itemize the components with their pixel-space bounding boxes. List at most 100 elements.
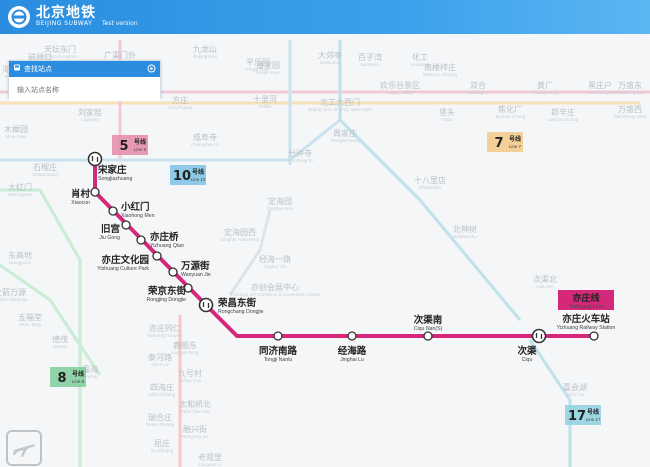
bg-station-huojian-wanyuan-en: Huojian Wanyuan [0, 297, 28, 302]
app-header: 北京地铁 BEIJING SUBWAY Test version [0, 0, 650, 34]
transfer-icon [87, 151, 103, 167]
bg-station-heizhuanghu-en: Heizhuanghu [587, 90, 614, 95]
bg-station-jiaohua-chang-cn: 焦化厂 [498, 104, 522, 114]
line-badge-bg [170, 165, 206, 185]
bg-station-dinghai-yuan-en: Dinghai Yuan [267, 206, 294, 211]
background-line-5 [338, 40, 522, 321]
station-label-cn: 旧宫 [101, 223, 120, 235]
transfer-icon [531, 328, 547, 344]
transfer-arrows [202, 302, 210, 308]
bg-station-jiahui-hu-cn: 嘉会湖 [563, 382, 587, 392]
station-label-cn: 亦庄文化园 [101, 254, 149, 266]
bg-station-jiaohua-chang-en: Jiaohua Chang [495, 114, 526, 119]
background-line-9 [228, 209, 272, 296]
station-dot [108, 206, 118, 216]
location-target-icon[interactable] [147, 64, 156, 75]
bg-station-donggaodi-en: Donggaodi [9, 260, 31, 265]
station-label-cn: 次渠南 [414, 314, 443, 326]
bg-station-happy-valley-en: Happy Valley [387, 90, 414, 95]
bg-station-liujiayao-cn: 刘家窑 [78, 107, 102, 117]
bg-station-tiantan-dongmen-cn: 天坛东门 [44, 44, 76, 54]
bg-station-sihai-zhuang-en: Sihai Zhuang [149, 392, 176, 397]
bg-station-huangchang-cn: 黄厂 [537, 80, 553, 90]
bg-station-rongxing-jie-en: Rongxing Jie [182, 434, 209, 439]
station-label-en: Wanyuan Jie [181, 272, 211, 278]
station-label-cn: 次渠 [517, 345, 537, 357]
bg-station-shibalidian-en: Shibalidian [419, 185, 442, 190]
bg-station-shuanghe-en: Shuanghe [468, 90, 489, 95]
bg-station-wansheng-west-en: Wansheng West [614, 114, 648, 119]
bg-station-baiziwan-en: Baiziwan [361, 62, 380, 67]
bg-station-luquan-dong-cn: 鹿圈东 [173, 340, 197, 350]
bg-station-wansheng-west-cn: 万盛西 [618, 104, 642, 114]
bg-station-wansheng-east-en: Wansheng East [614, 90, 646, 95]
bg-station-wufu-tang-en: Wufu Tang [19, 322, 41, 327]
bg-station-fatou-en: Fatou [441, 117, 453, 122]
bg-station-ciqu-bei-cn: 次渠北 [533, 274, 557, 284]
airport-icon [6, 430, 42, 466]
bg-station-ciqikou-cn: 磁器口 [28, 52, 52, 62]
bg-station-nanlouzi-zhuang-cn: 南楼梓庄 [424, 62, 456, 72]
line-badge-en: Line 10 [191, 177, 206, 182]
station-dot [136, 235, 146, 245]
line-badge-number: 10 [173, 169, 191, 184]
line-label-box [558, 290, 614, 310]
station-label-en: Xiaohong Men [121, 213, 155, 219]
bg-station-chengshou-si-cn: 成寿寺 [193, 132, 217, 142]
line-badge-number: 8 [57, 371, 66, 386]
station-label-cn: 肖村 [71, 188, 91, 200]
bg-station-huagong-en: Huagong [411, 62, 430, 67]
line-badge-number: 7 [494, 136, 503, 151]
bg-station-huojian-wanyuan-cn: 火箭万源 [0, 287, 26, 297]
search-header: 查找站点 [9, 61, 160, 77]
bg-station-zhoujiazhuang-en: Zhoujiazhuang [330, 138, 360, 143]
bg-station-happy-valley-cn: 欢乐谷景区 [380, 80, 420, 90]
bg-station-huagong-cn: 化工 [412, 52, 428, 62]
station-label-en: Ciqu Nan(S) [414, 326, 443, 332]
station-dot [183, 283, 193, 293]
station-label-en: Yizhuang Qiao [150, 243, 184, 249]
transfer-icon [198, 297, 214, 313]
bg-station-qu-zhuang-cn: 屈庄 [154, 438, 170, 448]
bg-station-tiantan-dongmen-en: Tiantan Dongmen [42, 54, 78, 59]
station-label-en: Yizhuang Culture Park [97, 266, 149, 272]
bg-station-laoguan-li-cn: 老观里 [198, 452, 222, 462]
bg-station-jinghai-yilu-en: Jinghai Yilu [264, 264, 287, 269]
bg-station-jiuhao-cun-cn: 九号村 [178, 368, 202, 378]
bg-station-taihe-qiao-bei-cn: 太和桥北 [179, 399, 211, 409]
station-dot [168, 267, 178, 277]
bg-station-fenzhong-si-cn: 分钟寺 [288, 148, 312, 158]
station-dot [273, 331, 283, 341]
bg-station-yizhuang-tongren-cn: 亦庄同仁 [149, 323, 181, 333]
bg-station-fangzhuang-cn: 方庄 [172, 95, 188, 105]
station-label-en: Ciqu [522, 357, 533, 363]
bg-station-yichuang-int-l-exhibition-convention-center-cn: 亦创会展中心 [251, 282, 299, 292]
bg-station-jiulongshan-cn: 九龙山 [193, 44, 217, 54]
background-line-8 [0, 263, 102, 376]
station-search-input[interactable] [9, 79, 160, 101]
line-badge-number: 17 [568, 409, 586, 424]
bg-station-taihe-qiao-bei-en: Taihe Qiao Bei [180, 409, 209, 414]
line-badge-en: Line 5 [134, 147, 147, 152]
station-label-en: Rongjing Dongjie [146, 297, 186, 303]
bg-station-panjia-yuan-cn: 潘家园 [256, 60, 280, 70]
station-label-cn: 荣昌东街 [217, 297, 257, 309]
